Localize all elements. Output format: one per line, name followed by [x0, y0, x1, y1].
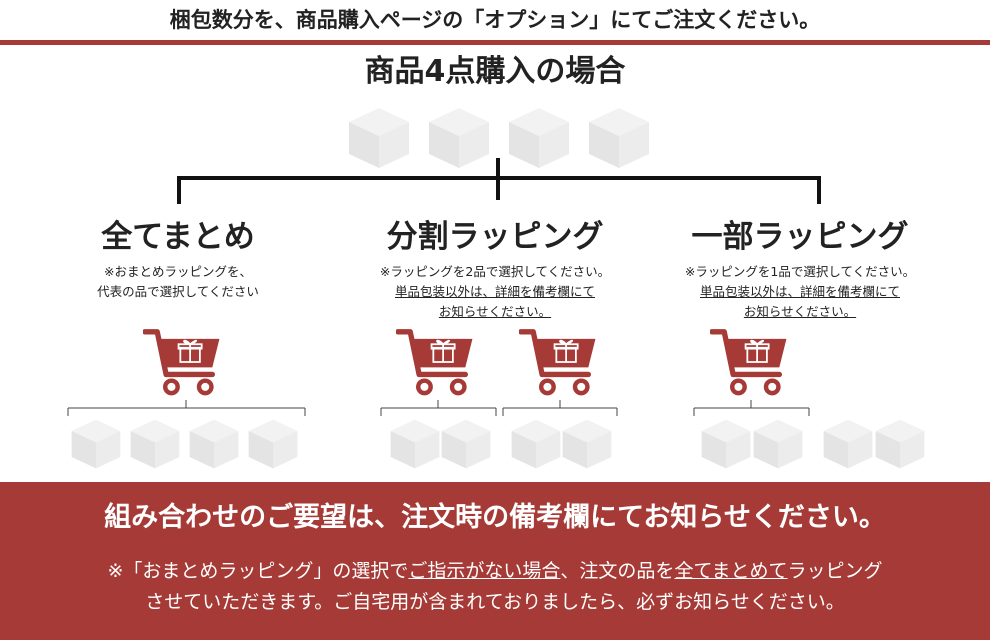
product-cube-icon [822, 418, 874, 470]
product-cube-icon [70, 418, 122, 470]
footer-panel [0, 482, 990, 640]
shopping-cart-gift-icon [143, 324, 223, 400]
note-line-underlined: 単品包装以外は、詳細を備考欄にて [699, 284, 900, 299]
footer-note-line2: させていただきます。ご自宅用が含まれておりましたら、必ずお知らせください。 [145, 591, 845, 613]
column-note: ※おまとめラッピングを、 代表の品で選択してください [28, 262, 328, 302]
product-cube-icon [188, 418, 240, 470]
note-line-underlined: お知らせください。 [743, 304, 857, 319]
product-cube-icon [247, 418, 299, 470]
shopping-cart-gift-icon [396, 324, 476, 400]
footer-text-underlined: ご指示がない場合 [408, 560, 561, 582]
column-title-all-together: 全てまとめ [101, 219, 255, 255]
note-line-underlined: お知らせください。 [438, 304, 552, 319]
product-cube-icon [440, 418, 492, 470]
top-banner: 梱包数分を、商品購入ページの「オプション」にてご注文ください。 [169, 8, 821, 32]
note-line: ※ラッピングを1品で選択してください。 [684, 264, 916, 279]
product-cube-icon [129, 418, 181, 470]
shopping-cart-gift-icon [519, 324, 599, 400]
note-line: ※ラッピングを2品で選択してください。 [379, 264, 611, 279]
main-title: 商品4点購入の場合 [364, 54, 626, 89]
product-cube-icon [874, 418, 926, 470]
footer-text: 、注文の品を [560, 560, 675, 582]
shopping-cart-gift-icon [710, 324, 790, 400]
note-line: ※おまとめラッピングを、 [104, 264, 252, 279]
footer-title: 組み合わせのご要望は、注文時の備考欄にてお知らせください。 [104, 502, 886, 533]
product-cube-icon [561, 418, 613, 470]
note-line-underlined: 単品包装以外は、詳細を備考欄にて [394, 284, 595, 299]
top-rule [0, 40, 990, 45]
product-cube-icon [510, 418, 562, 470]
footer-text-underlined: 全てまとめて [674, 560, 788, 582]
note-line: 代表の品で選択してください [97, 284, 259, 299]
footer-text: ラッピング [787, 560, 883, 582]
footer-text: ※「おまとめラッピング」の選択で [107, 560, 409, 582]
column-title-partial-wrapping: 一部ラッピング [691, 219, 909, 255]
product-cube-icon [389, 418, 441, 470]
column-title-split-wrapping: 分割ラッピング [386, 219, 604, 255]
column-note: ※ラッピングを1品で選択してください。 単品包装以外は、詳細を備考欄にて お知ら… [650, 262, 950, 322]
product-cube-icon [752, 418, 804, 470]
product-cube-icon [700, 418, 752, 470]
column-note: ※ラッピングを2品で選択してください。 単品包装以外は、詳細を備考欄にて お知ら… [345, 262, 645, 322]
footer-note: ※「おまとめラッピング」の選択でご指示がない場合、注文の品を全てまとめてラッピン… [20, 556, 970, 618]
footer-note-line1: ※「おまとめラッピング」の選択でご指示がない場合、注文の品を全てまとめてラッピン… [20, 556, 970, 587]
